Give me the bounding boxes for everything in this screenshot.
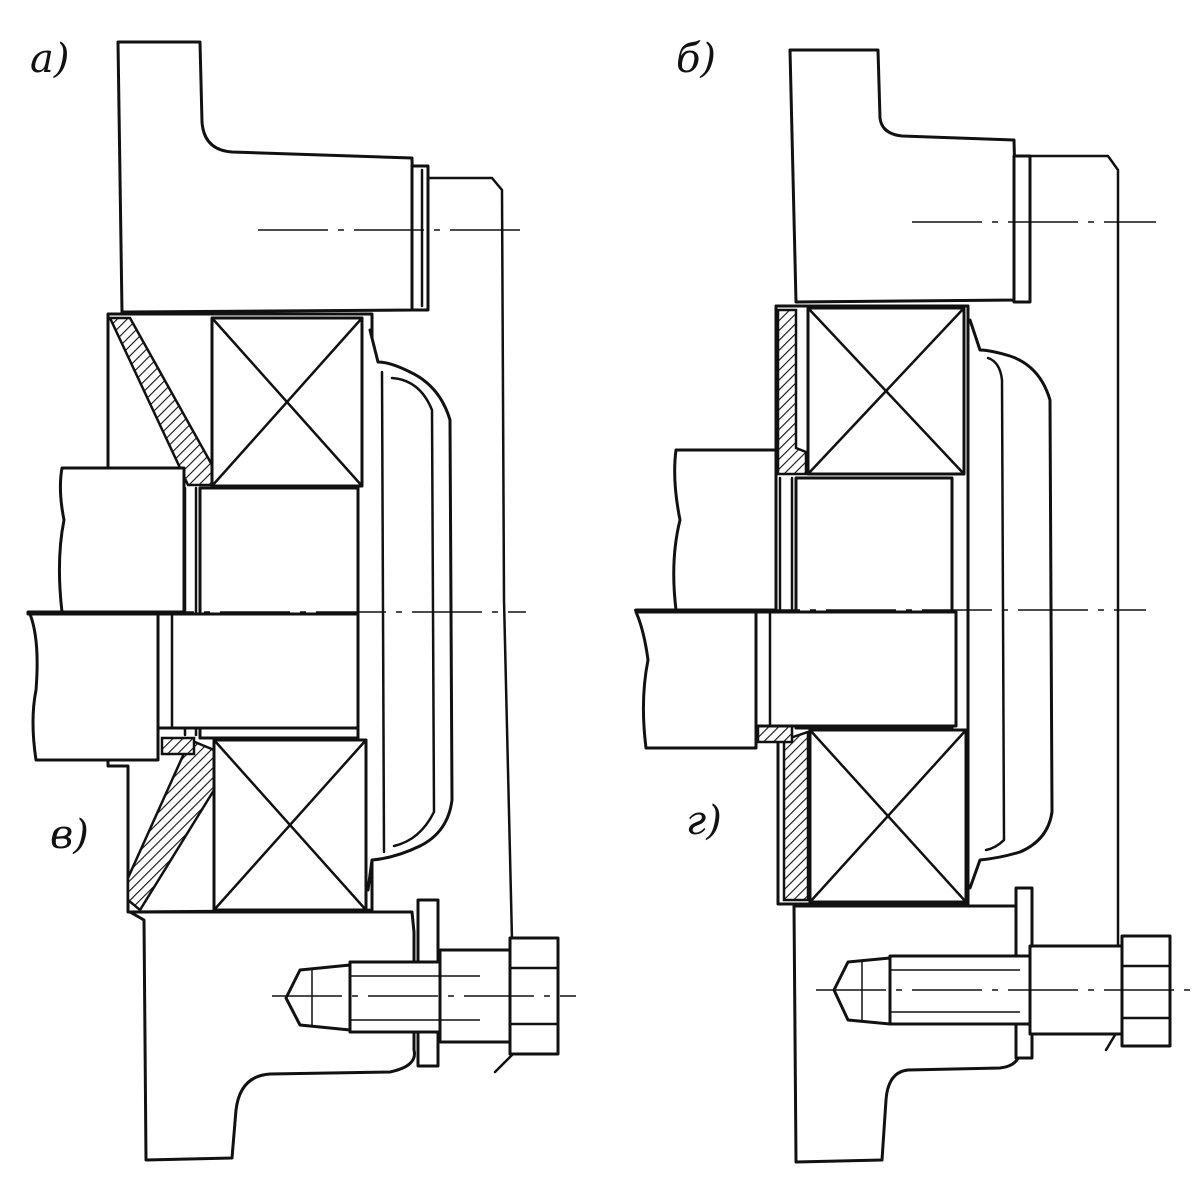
label-view-b: б) — [676, 36, 716, 82]
shaft-right — [634, 448, 778, 750]
label-view-g: г) — [686, 798, 722, 844]
upper-housing-left — [116, 40, 416, 314]
right-assembly — [634, 48, 1190, 1164]
shaft-end-right — [754, 610, 958, 728]
shaft-end-left — [156, 612, 360, 730]
left-assembly — [26, 40, 576, 1162]
label-view-v: в) — [50, 812, 89, 858]
hatched-flat-washer-bottom-right — [782, 730, 810, 902]
upper-bolt-collar-left — [410, 164, 430, 312]
lower-housing-left — [128, 910, 416, 1162]
upper-bolt-collar-right — [1012, 154, 1032, 304]
label-view-a: а) — [30, 36, 69, 82]
cup-cover-right — [968, 318, 1054, 890]
cover-right — [1026, 154, 1120, 1052]
cup-cover-left — [366, 328, 454, 892]
hatched-spacer-right — [756, 724, 794, 744]
lower-housing-right — [792, 904, 1022, 1164]
upper-housing-right — [788, 48, 1020, 304]
hatched-flat-washer-top-right — [776, 308, 808, 476]
shaft-left — [26, 466, 186, 762]
hatched-spacer-left — [160, 736, 196, 756]
